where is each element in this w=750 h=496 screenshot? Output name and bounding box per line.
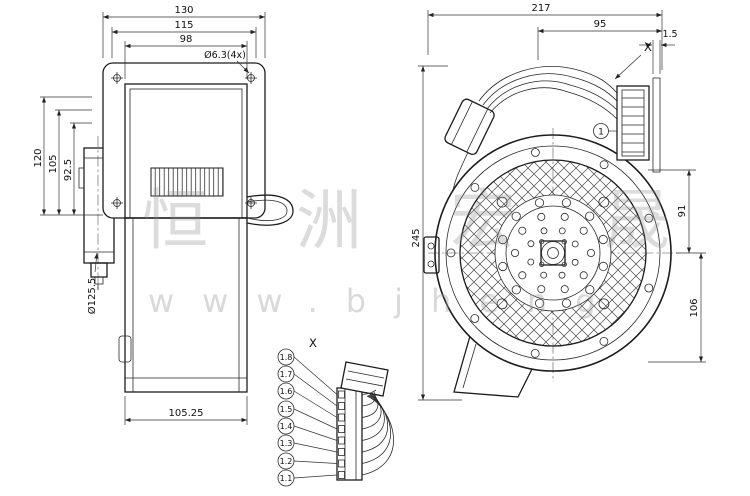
dim-91: 91 [677,205,688,218]
dim-105: 105 [48,154,59,173]
terminal-connector: 1 [593,77,661,173]
rim-screws [446,148,654,358]
watermark: 恒洲宏晟 www.bjheng [142,182,750,320]
flange-holes [111,72,257,209]
balloon-pin-8: 1.8 [280,353,293,362]
grille-screws [496,196,610,310]
balloon-pin-1: 1.1 [280,474,293,483]
vent-holes-mid [510,212,596,294]
balloon-pin-4: 1.4 [280,422,293,431]
hub-bolt-holes [539,239,567,267]
balloon-pin-3: 1.3 [280,439,293,448]
dim-106: 106 [689,298,700,317]
pin-contacts [338,390,345,479]
outlet-duct [118,217,248,393]
dim-217: 217 [531,3,550,14]
impeller-hub [494,194,612,312]
vent-holes-outer [498,198,608,308]
stator-laminations [150,167,224,197]
x-leader [614,54,642,80]
detail-title-x: X [309,336,317,350]
dim-245: 245 [411,228,422,247]
vent-holes-inner [527,227,579,279]
inlet-flange-plate [102,62,266,219]
detail-wires [361,389,394,476]
pin-strip [336,387,363,481]
dim-105-25: 105.25 [169,408,204,419]
dim-130: 130 [174,5,193,16]
side-view: 130 115 98 Ø6.3(4x) 120 105 92.5 Ø125.5 … [33,5,294,425]
connector-detail: X [277,336,394,487]
handle [246,194,294,226]
dim-95: 95 [594,19,607,30]
detail-ref-x: X [644,40,652,54]
balloon-pin-6: 1.6 [280,387,293,396]
dim-1-5: 1.5 [662,29,677,40]
dim-92-5: 92.5 [63,159,74,181]
wire-bundle [452,66,618,191]
dim-hole-callout: Ø6.3(4x) [204,50,246,61]
outlet-flange [453,335,533,398]
balloon-1-label: 1 [598,128,604,138]
watermark-url-text: www.bjheng [148,282,624,320]
balloon-pin-2: 1.2 [280,457,293,466]
front-view: 1 217 95 1.5 X 245 91 106 [411,3,706,401]
balloon-pin-5: 1.5 [280,405,293,414]
motor-dia-leader [94,252,99,273]
watermark-cn-text: 恒洲宏晟 [142,182,750,259]
dim-motor-dia: Ø125.5 [86,278,98,315]
pin-balloons: 1.8 1.7 1.6 1.5 1.4 1.3 1.2 1.1 [277,348,338,487]
balloon-pin-7: 1.7 [280,370,293,379]
mounting-plate-edge [652,77,661,173]
front-view-dimensions: 217 95 1.5 X 245 91 106 [411,3,706,401]
plug-housing [340,361,389,397]
dim-115: 115 [174,20,193,31]
hole-leader [236,60,250,74]
cable-clamp [444,98,495,155]
duct-clip [118,335,132,363]
dim-120: 120 [33,148,44,167]
dim-98: 98 [180,34,193,45]
side-view-dimensions: 130 115 98 Ø6.3(4x) 120 105 92.5 Ø125.5 … [33,5,266,425]
scroll-housing [423,134,672,398]
